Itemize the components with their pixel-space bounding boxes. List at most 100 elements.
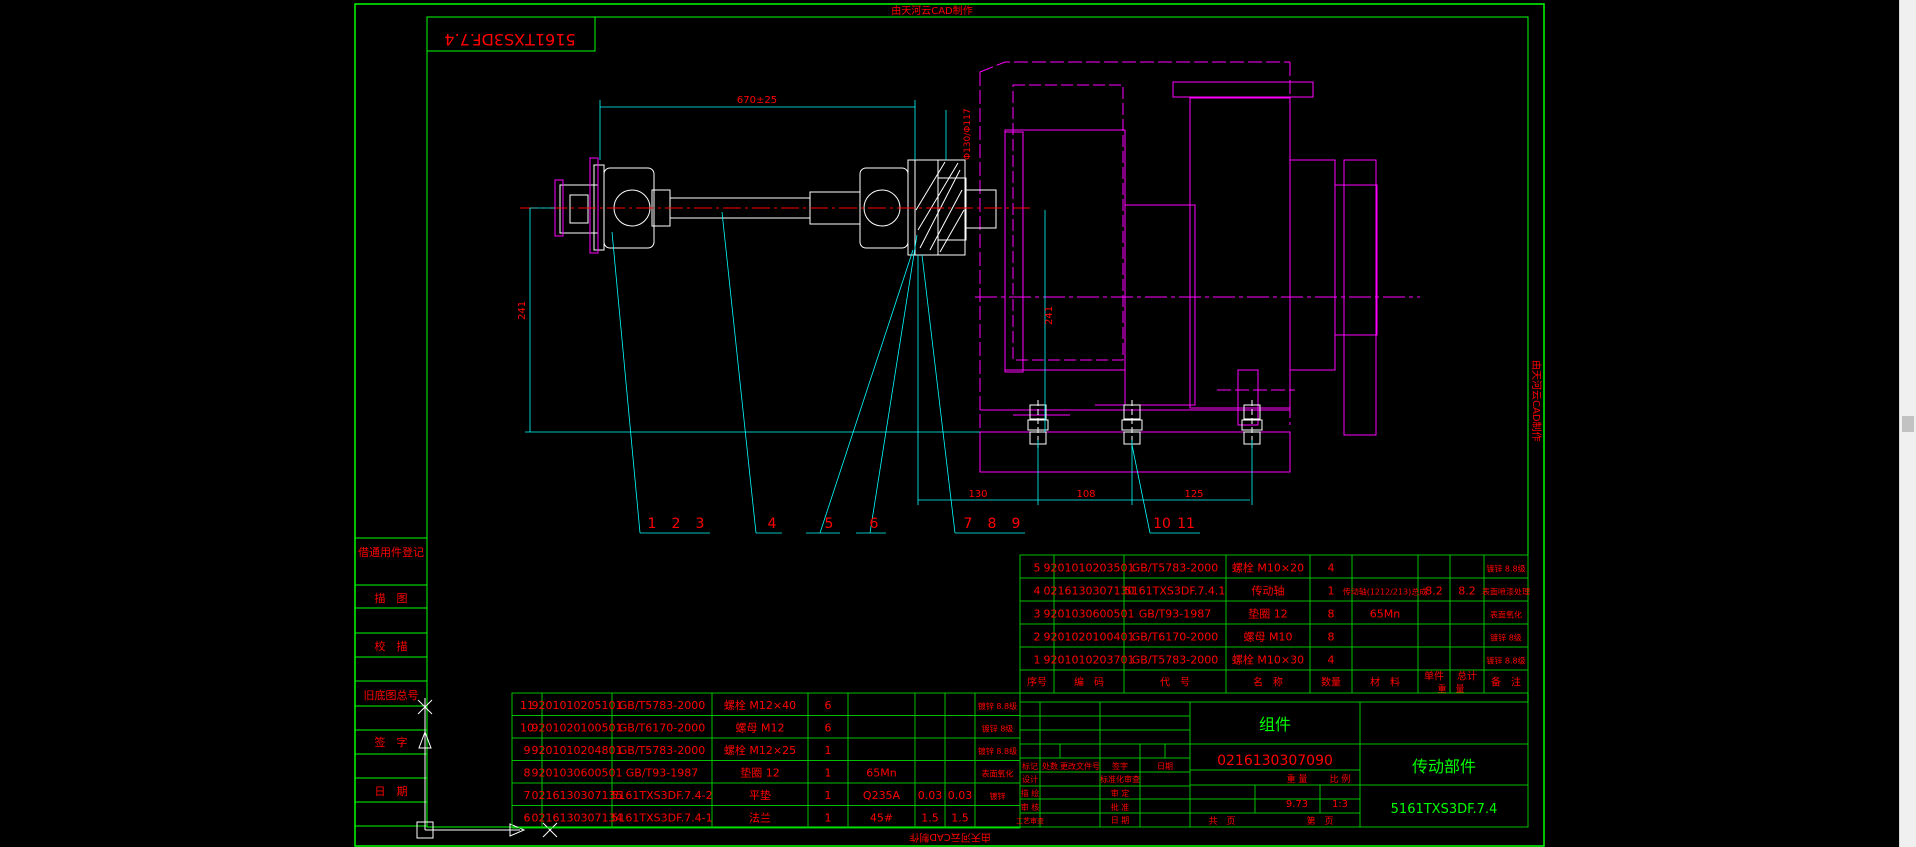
bom-cell-no: 9 bbox=[524, 744, 531, 757]
balloon-labels: 1 2 3 4 5 6 7 8 9 10 11 bbox=[648, 516, 1195, 532]
role-label: 批 准 bbox=[1111, 802, 1130, 812]
bom-cell-code: 9201010204801 bbox=[532, 744, 623, 757]
bom-cell-code: 9201010203701 bbox=[1044, 654, 1135, 667]
bom-cell-name: 平垫 bbox=[749, 788, 771, 802]
scroll-thumb[interactable] bbox=[1902, 416, 1914, 432]
bom-cell-name: 螺栓 M10×20 bbox=[1232, 561, 1304, 575]
watermark-top: 由天河云CAD制作 bbox=[891, 4, 973, 17]
balloon-label: 5 bbox=[825, 516, 834, 532]
weight-label: 重 量 bbox=[1287, 773, 1308, 785]
bom-cell-code: 9201010203501 bbox=[1044, 562, 1135, 575]
assembly-name: 传动部件 bbox=[1412, 757, 1476, 776]
bom-header-cell: 数量 bbox=[1321, 676, 1341, 689]
panel-label: 签 字 bbox=[375, 735, 408, 749]
ucs-icon bbox=[416, 698, 558, 839]
bom-cell-no: 5 bbox=[1034, 562, 1041, 575]
bom-cell-no: 4 bbox=[1034, 585, 1041, 598]
bom-header-cell: 材 料 bbox=[1370, 676, 1400, 689]
drawing-code: 0216130307090 bbox=[1217, 753, 1333, 769]
panel-label: 旧底图总号 bbox=[364, 688, 419, 702]
balloon-label: 4 bbox=[768, 516, 777, 532]
dim-bolt-spacing: 130 bbox=[968, 489, 987, 500]
balloon-label: 2 bbox=[672, 516, 681, 532]
title-block-text: 组件 0216130307090 传动部件 5161TXS3DF.7.4 重 量… bbox=[1016, 715, 1497, 827]
role-label: 工艺审查 bbox=[1016, 816, 1044, 825]
bom-cell-code: 9201030600501 bbox=[532, 767, 623, 780]
balloon-label: 8 bbox=[988, 516, 997, 532]
bom-header-cell: 代 号 bbox=[1160, 677, 1190, 689]
bom-cell-note: 镀锌 bbox=[990, 791, 1006, 801]
balloon-label: 6 bbox=[870, 516, 879, 532]
bom-cell-qty: 1 bbox=[1328, 585, 1335, 598]
balloon-label: 9 bbox=[1012, 516, 1021, 532]
bom-cell-qty: 6 bbox=[825, 722, 832, 735]
bom-cell-qty: 8 bbox=[1328, 631, 1335, 644]
bom-cell-qty: 1 bbox=[825, 744, 832, 757]
bom-cell-name: 螺栓 M12×40 bbox=[724, 698, 796, 712]
bom-cell-std: 5161TXS3DF.7.4-2 bbox=[611, 789, 712, 802]
category-label: 组件 bbox=[1259, 715, 1291, 734]
bom-cell-note: 表面氧化 bbox=[1490, 610, 1522, 620]
bom-cell-std: GB/T5783-2000 bbox=[619, 744, 705, 757]
bom-cell-note: 镀锌 8.8级 bbox=[1486, 564, 1525, 574]
left-registration-panel: 借通用件登记 描 图 校 描 旧底图总号 签 字 日 期 bbox=[354, 537, 428, 827]
bom-cell-name: 垫圈 12 bbox=[740, 766, 780, 780]
bom-header-cell: 总计 bbox=[1457, 670, 1477, 683]
dim-height: 241 bbox=[517, 301, 528, 320]
role-label: 标准化审查 bbox=[1100, 774, 1140, 784]
bom-cell-w2: 8.2 bbox=[1458, 585, 1476, 598]
bom-cell-qty: 4 bbox=[1328, 654, 1335, 667]
bom-cell-code: 9201020100401 bbox=[1044, 631, 1135, 644]
bom-cell-w2: 0.03 bbox=[948, 789, 973, 802]
bom-header-cell: 序号 bbox=[1027, 676, 1047, 689]
bom-cell-std: 5161TXS3DF.7.4.1 bbox=[1125, 585, 1226, 598]
drawing-number: 5161TXS3DF.7.4 bbox=[1391, 802, 1498, 817]
bom-cell-qty: 1 bbox=[825, 789, 832, 802]
balloon-label: 1 bbox=[648, 516, 657, 532]
bom-header-weight: 重 量 bbox=[1437, 683, 1464, 695]
bom-cell-code: 0216130307134 bbox=[532, 812, 623, 825]
scale-value: 1:3 bbox=[1332, 799, 1348, 810]
title-block-grid bbox=[1019, 701, 1529, 828]
balloon-leaders bbox=[611, 211, 1200, 534]
bom-cell-std: GB/T93-1987 bbox=[1139, 608, 1211, 621]
bom-cell-code: 0216130307135 bbox=[532, 789, 623, 802]
bom-cell-note: 镀锌 8级 bbox=[1490, 633, 1522, 643]
scale-label: 比 例 bbox=[1330, 773, 1351, 785]
bom-cell-name: 法兰 bbox=[749, 811, 771, 825]
bom-cell-qty: 6 bbox=[825, 699, 832, 712]
dimension-lines bbox=[525, 100, 1253, 505]
balloon-label: 7 bbox=[964, 516, 973, 532]
bom-cell-code: 9201010205101 bbox=[532, 699, 623, 712]
bom-cell-mat: Q235A bbox=[863, 789, 901, 802]
bom-cell-no: 6 bbox=[524, 812, 531, 825]
rev-header: 标记 bbox=[1022, 761, 1038, 771]
rev-header: 签字 bbox=[1112, 761, 1128, 771]
bom-cell-mat: 传动轴(1212/213)总成 bbox=[1343, 587, 1428, 597]
panel-label: 描 图 bbox=[375, 591, 408, 605]
panel-label: 日 期 bbox=[375, 785, 408, 798]
role-label: 审 核 bbox=[1021, 802, 1040, 812]
bom-cell-code: 9201020100501 bbox=[532, 722, 623, 735]
vertical-scrollbar[interactable] bbox=[1899, 0, 1916, 847]
bom-cell-w1: 1.5 bbox=[921, 812, 939, 825]
bom-cell-no: 7 bbox=[524, 789, 531, 802]
bom-cell-qty: 4 bbox=[1328, 562, 1335, 575]
bom-header-cell: 编 码 bbox=[1074, 676, 1104, 689]
shaft-flange-left bbox=[554, 157, 599, 254]
bom-cell-qty: 1 bbox=[825, 767, 832, 780]
panel-label: 借通用件登记 bbox=[358, 545, 424, 559]
bom-cell-std: 5161TXS3DF.7.4-1 bbox=[611, 812, 712, 825]
watermark-bottom: 由天河云CAD制作 bbox=[909, 831, 991, 844]
rev-header: 处数 bbox=[1042, 761, 1058, 771]
bom-cell-no: 3 bbox=[1034, 608, 1041, 621]
bom-cell-mat: 45# bbox=[870, 812, 893, 825]
bom-cell-code: 0216130307130 bbox=[1044, 585, 1135, 598]
watermark-right: 由天河云CAD制作 bbox=[1530, 360, 1543, 442]
bom-header-cell: 单件 bbox=[1424, 671, 1444, 683]
bom-cell-qty: 8 bbox=[1328, 608, 1335, 621]
bom-cell-mat: 65Mn bbox=[866, 767, 896, 780]
bom-cell-name: 螺母 M10 bbox=[1244, 631, 1293, 644]
